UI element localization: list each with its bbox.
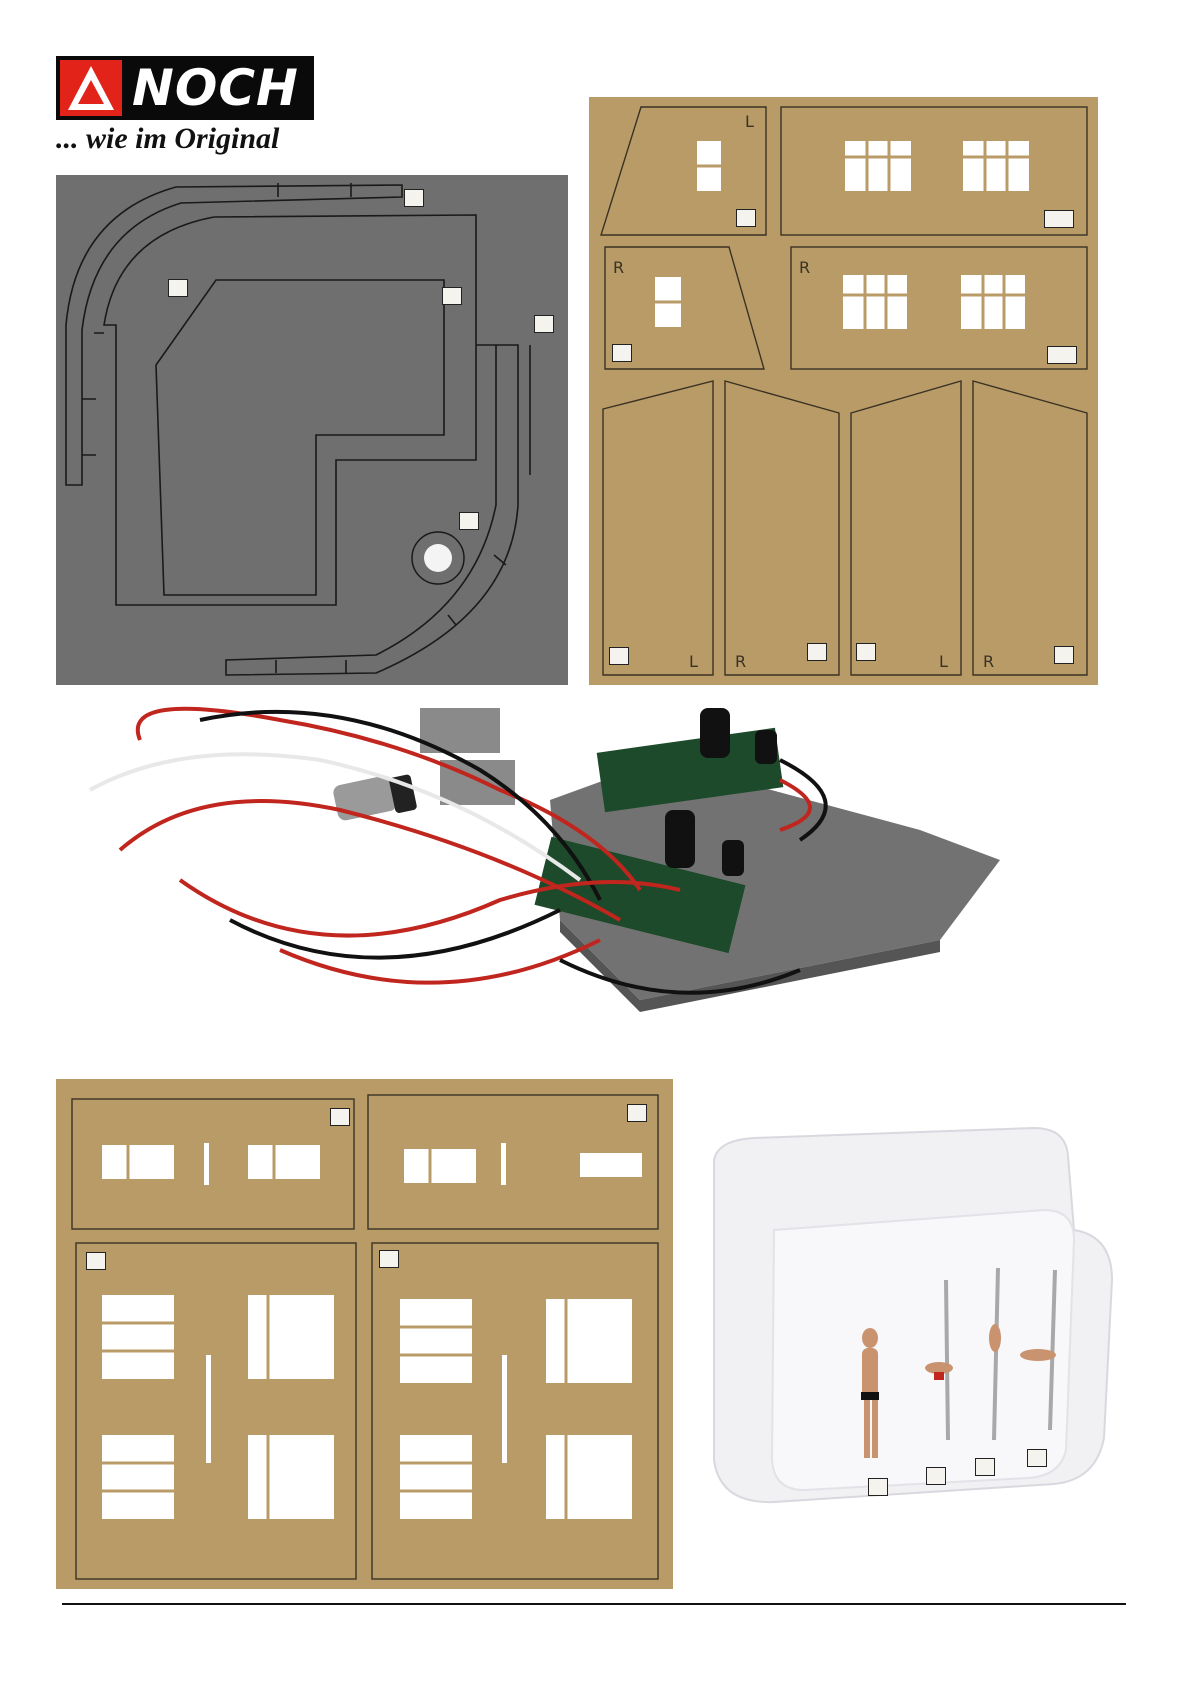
part-marker [330, 1108, 350, 1126]
part-marker [609, 647, 629, 665]
figures-blister-illustration [694, 1120, 1114, 1520]
cardboard-walls-top-panel: L R R L R L R [589, 97, 1098, 685]
part-marker [404, 189, 424, 207]
part-marker [1047, 346, 1077, 364]
figures-blister-panel [694, 1120, 1114, 1520]
wall-mark-l: L [939, 652, 948, 671]
part-marker [1044, 210, 1074, 228]
part-marker [807, 643, 827, 661]
part-marker [1027, 1449, 1047, 1467]
part-marker [612, 344, 632, 362]
part-marker [379, 1250, 399, 1268]
electronics-illustration [80, 700, 1010, 1070]
part-marker [534, 315, 554, 333]
logo-arrow-icon [60, 60, 122, 116]
part-marker [736, 209, 756, 227]
part-marker [168, 279, 188, 297]
electronics-photo-panel [80, 700, 1010, 1070]
logo-text: NOCH [132, 58, 299, 118]
part-marker [459, 512, 479, 530]
wall-mark-r: R [613, 258, 624, 277]
part-marker [86, 1252, 106, 1270]
wall-mark-l: L [689, 652, 698, 671]
part-marker [1054, 646, 1074, 664]
base-plate-diagram [56, 175, 568, 685]
part-marker [627, 1104, 647, 1122]
part-marker [975, 1458, 995, 1476]
part-marker [442, 287, 462, 305]
part-marker [868, 1478, 888, 1496]
part-marker [856, 643, 876, 661]
slogan: ... wie im Original [56, 122, 279, 156]
wall-mark-r: R [983, 652, 994, 671]
gray-base-plate-panel [56, 175, 568, 685]
wall-cutting-diagram-bottom [56, 1079, 673, 1589]
wall-mark-r: R [799, 258, 810, 277]
wall-mark-l: L [745, 112, 754, 131]
wall-cutting-diagram-top: L R R L R L R [589, 97, 1098, 685]
part-marker [926, 1467, 946, 1485]
cardboard-walls-bottom-panel [56, 1079, 673, 1589]
noch-logo: NOCH [56, 56, 314, 120]
footer-rule [62, 1603, 1126, 1605]
wall-mark-r: R [735, 652, 746, 671]
